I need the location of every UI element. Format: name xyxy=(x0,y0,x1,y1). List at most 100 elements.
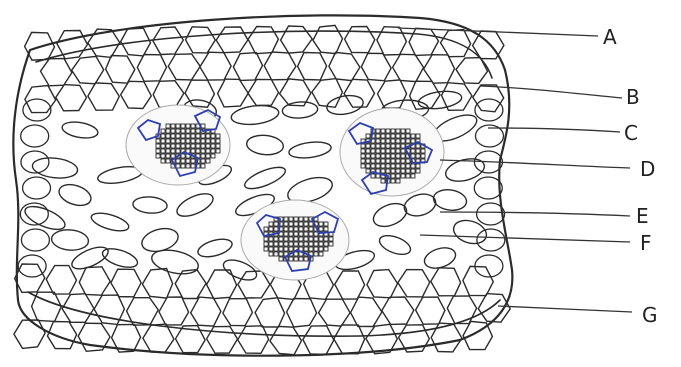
parenchyma-cell xyxy=(242,163,288,193)
cortex-cell xyxy=(238,271,270,298)
cortex-cell xyxy=(264,52,296,80)
vascular-bundle-right xyxy=(340,108,444,196)
cortex-cell xyxy=(233,53,262,81)
label-e: E xyxy=(636,204,649,228)
section-outline xyxy=(13,15,512,355)
label-g: G xyxy=(642,303,658,327)
parenchyma-cell xyxy=(69,243,111,274)
cortex-cell xyxy=(442,83,472,111)
cortex-cell xyxy=(393,54,424,81)
cell-layer xyxy=(14,25,510,354)
cortex-cell xyxy=(111,269,141,297)
cortex-cell xyxy=(14,320,45,348)
cortex-cell xyxy=(207,326,238,353)
cortex-cell xyxy=(23,99,51,121)
parenchyma-cell xyxy=(325,93,364,117)
cortex-cell xyxy=(41,59,72,86)
leader-f xyxy=(420,235,630,242)
parenchyma-cell xyxy=(56,181,93,209)
parenchyma-cell xyxy=(443,155,487,185)
cortex-cell xyxy=(191,297,221,326)
cortex-cell xyxy=(398,270,430,297)
label-b: B xyxy=(626,85,640,109)
parenchyma-cell xyxy=(432,188,468,213)
cortex-cell xyxy=(223,299,253,326)
cortex-cell xyxy=(94,295,124,324)
cortex-cell xyxy=(367,270,398,298)
parenchyma-cell xyxy=(61,120,99,141)
cortex-cell xyxy=(23,177,51,199)
cortex-cell xyxy=(477,203,505,225)
cortex-cell xyxy=(351,297,382,326)
parenchyma-cell xyxy=(174,189,217,221)
cortex-cell xyxy=(334,325,365,354)
parenchyma-cell xyxy=(246,134,284,156)
cortex-cell xyxy=(88,83,119,110)
cortex-cell xyxy=(463,266,493,295)
cortex-cell xyxy=(409,28,438,55)
cortex-cell xyxy=(382,297,414,324)
cortex-cell xyxy=(447,296,476,324)
cortex-cell xyxy=(168,54,200,80)
cortex-cell xyxy=(200,52,231,80)
cortex-cell xyxy=(106,56,135,84)
cortex-cell xyxy=(378,80,407,108)
parenchyma-cell xyxy=(288,140,332,160)
cortex-cell xyxy=(153,27,184,55)
cortex-cell xyxy=(121,81,152,108)
cortex-cell xyxy=(377,27,407,55)
label-f: F xyxy=(640,231,652,255)
leader-e xyxy=(440,212,630,216)
cortex-cell xyxy=(143,324,174,352)
cortex-cell xyxy=(303,326,334,355)
cortex-cell xyxy=(238,326,269,354)
parenchyma-cell xyxy=(132,196,167,214)
cortex-cell xyxy=(474,177,502,199)
cortex-cell xyxy=(56,85,87,111)
cortex-cell xyxy=(32,292,62,321)
cortex-cell xyxy=(207,270,237,299)
cortex-cell xyxy=(463,321,492,349)
cortex-cell xyxy=(456,58,488,84)
cortex-cell xyxy=(475,99,503,121)
parenchyma-cell xyxy=(417,89,462,111)
cortex-cell xyxy=(281,26,313,53)
cortex-cell xyxy=(186,27,216,53)
cortex-cell xyxy=(216,27,248,53)
cortex-cell xyxy=(477,229,505,251)
leader-d xyxy=(440,160,630,168)
parenchyma-cell xyxy=(377,232,413,258)
label-c: C xyxy=(624,121,638,145)
cortex-cell xyxy=(15,264,45,292)
cortex-cell xyxy=(248,27,278,54)
vascular-bundle-left xyxy=(126,105,230,185)
cortex-cell xyxy=(335,271,365,299)
cortex-cell xyxy=(424,55,455,83)
parenchyma-cell xyxy=(51,228,89,251)
cortex-cell xyxy=(298,53,327,80)
cortex-cell xyxy=(441,30,471,57)
cortex-cell xyxy=(345,27,375,53)
cortex-cell xyxy=(329,52,360,80)
parenchyma-cell xyxy=(370,199,410,231)
cortex-cell xyxy=(361,53,391,80)
cortex-cell xyxy=(18,255,46,277)
leader-g xyxy=(498,306,632,312)
cortex-cell xyxy=(319,299,350,326)
cortex-cell xyxy=(72,56,104,83)
cortex-cell xyxy=(142,269,172,299)
cortex-cell xyxy=(431,323,462,352)
cortex-cell xyxy=(159,297,189,325)
cortex-cell xyxy=(46,266,76,295)
cortex-cell xyxy=(79,267,110,295)
cortex-cell xyxy=(312,79,343,108)
parenchyma-cell xyxy=(402,191,438,220)
cortex-cell xyxy=(127,298,159,326)
parenchyma-cell xyxy=(89,210,130,235)
cortex-cell xyxy=(218,79,249,107)
cortex-cell xyxy=(287,299,317,328)
cortex-cell xyxy=(137,55,166,82)
cortex-cell xyxy=(344,79,374,107)
